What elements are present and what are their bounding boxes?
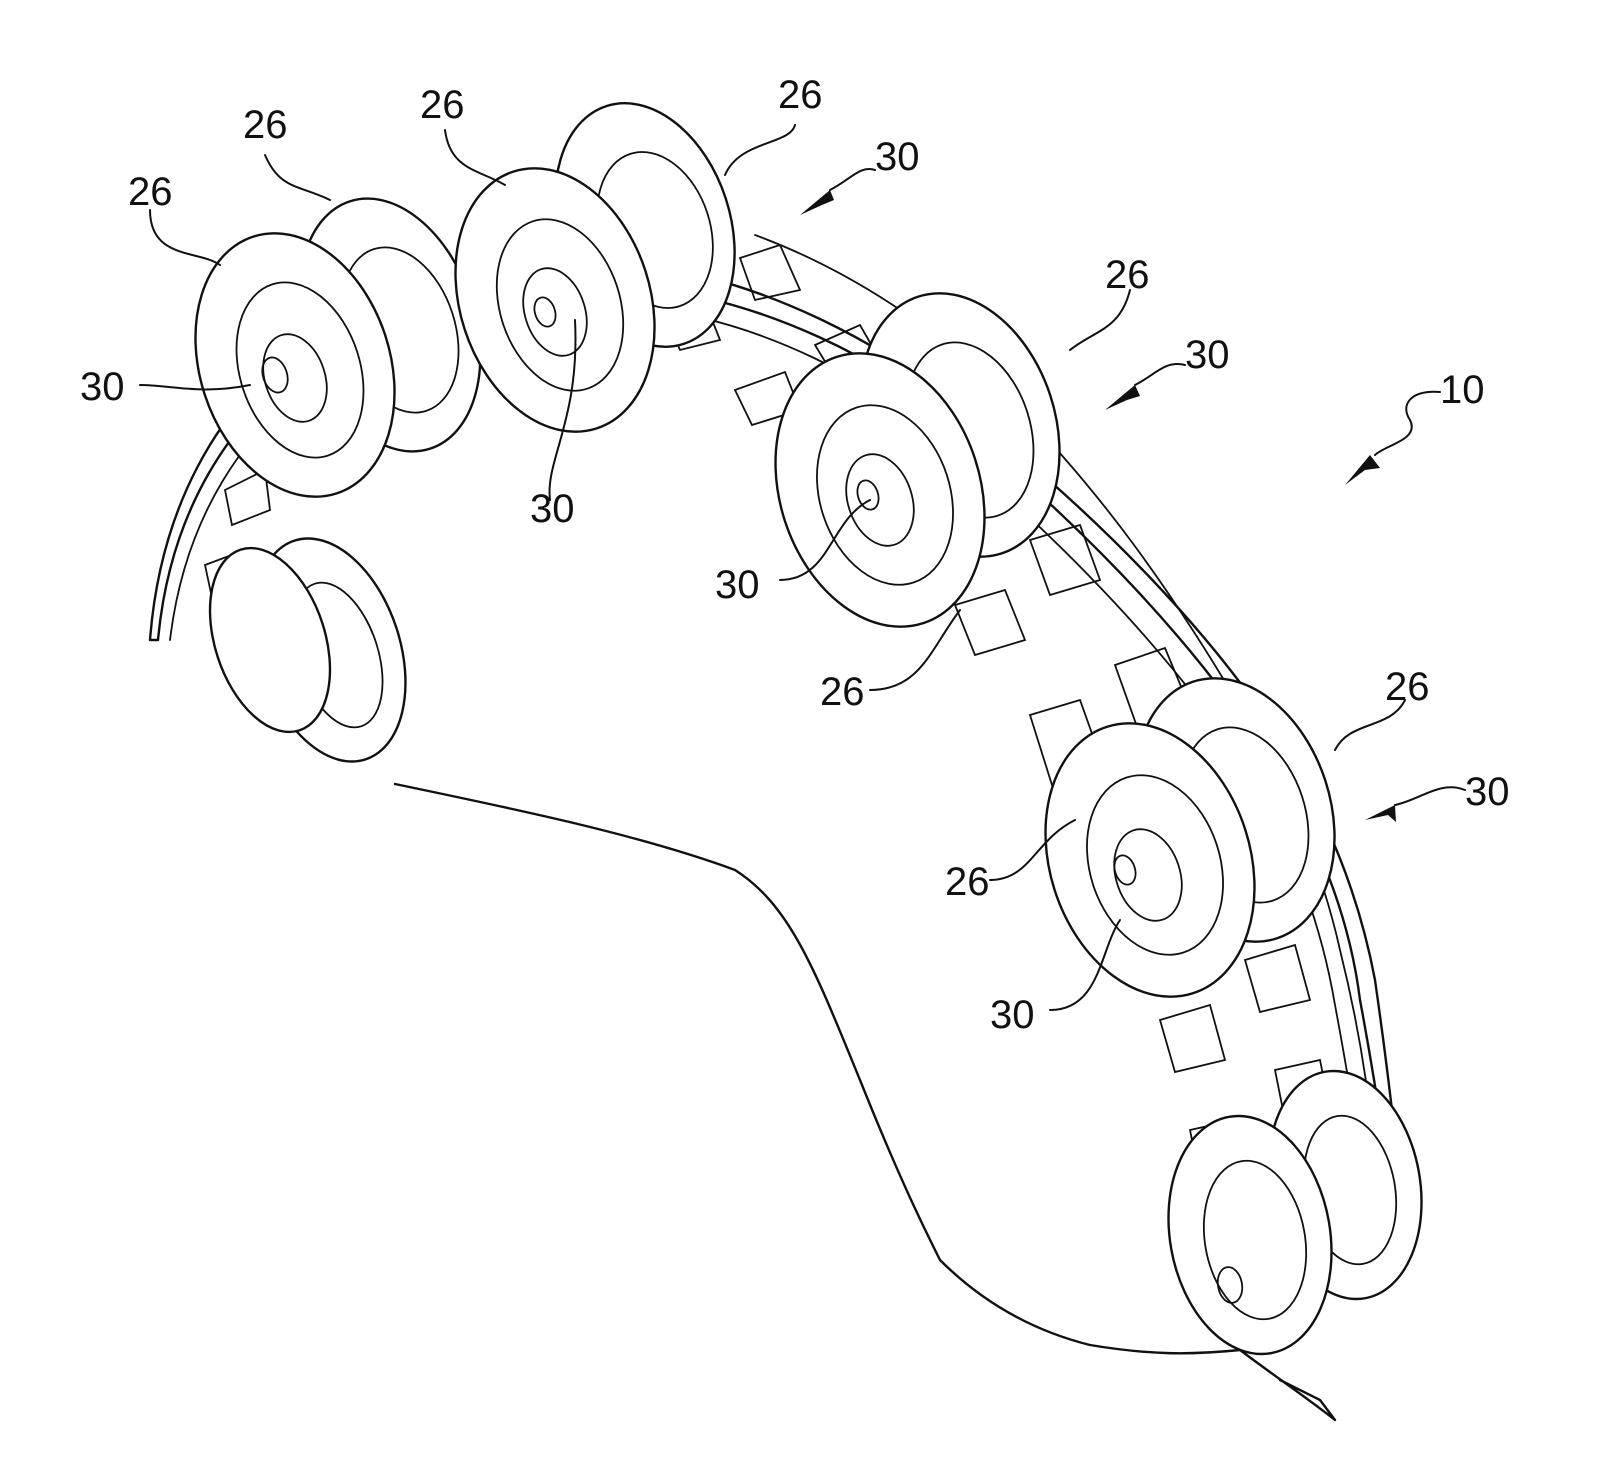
label-26: 26: [1385, 665, 1430, 709]
jingle-set-bottom: [1150, 1059, 1438, 1367]
label-26: 26: [778, 73, 823, 117]
label-30: 30: [875, 135, 920, 179]
label-26: 26: [420, 83, 465, 127]
label-26: 26: [945, 860, 990, 904]
label-26: 26: [1105, 253, 1150, 297]
label-30: 30: [1465, 770, 1510, 814]
label-30: 30: [990, 993, 1035, 1037]
label-30: 30: [80, 365, 125, 409]
jingle-set-right: [1012, 652, 1367, 1024]
label-26: 26: [820, 670, 865, 714]
label-30: 30: [1185, 333, 1230, 377]
label-30: 30: [530, 487, 575, 531]
jingle-set-left: [163, 175, 511, 523]
label-10: 10: [1440, 368, 1485, 412]
label-26: 26: [128, 170, 173, 214]
label-26: 26: [243, 103, 288, 147]
label-30: 30: [715, 563, 760, 607]
